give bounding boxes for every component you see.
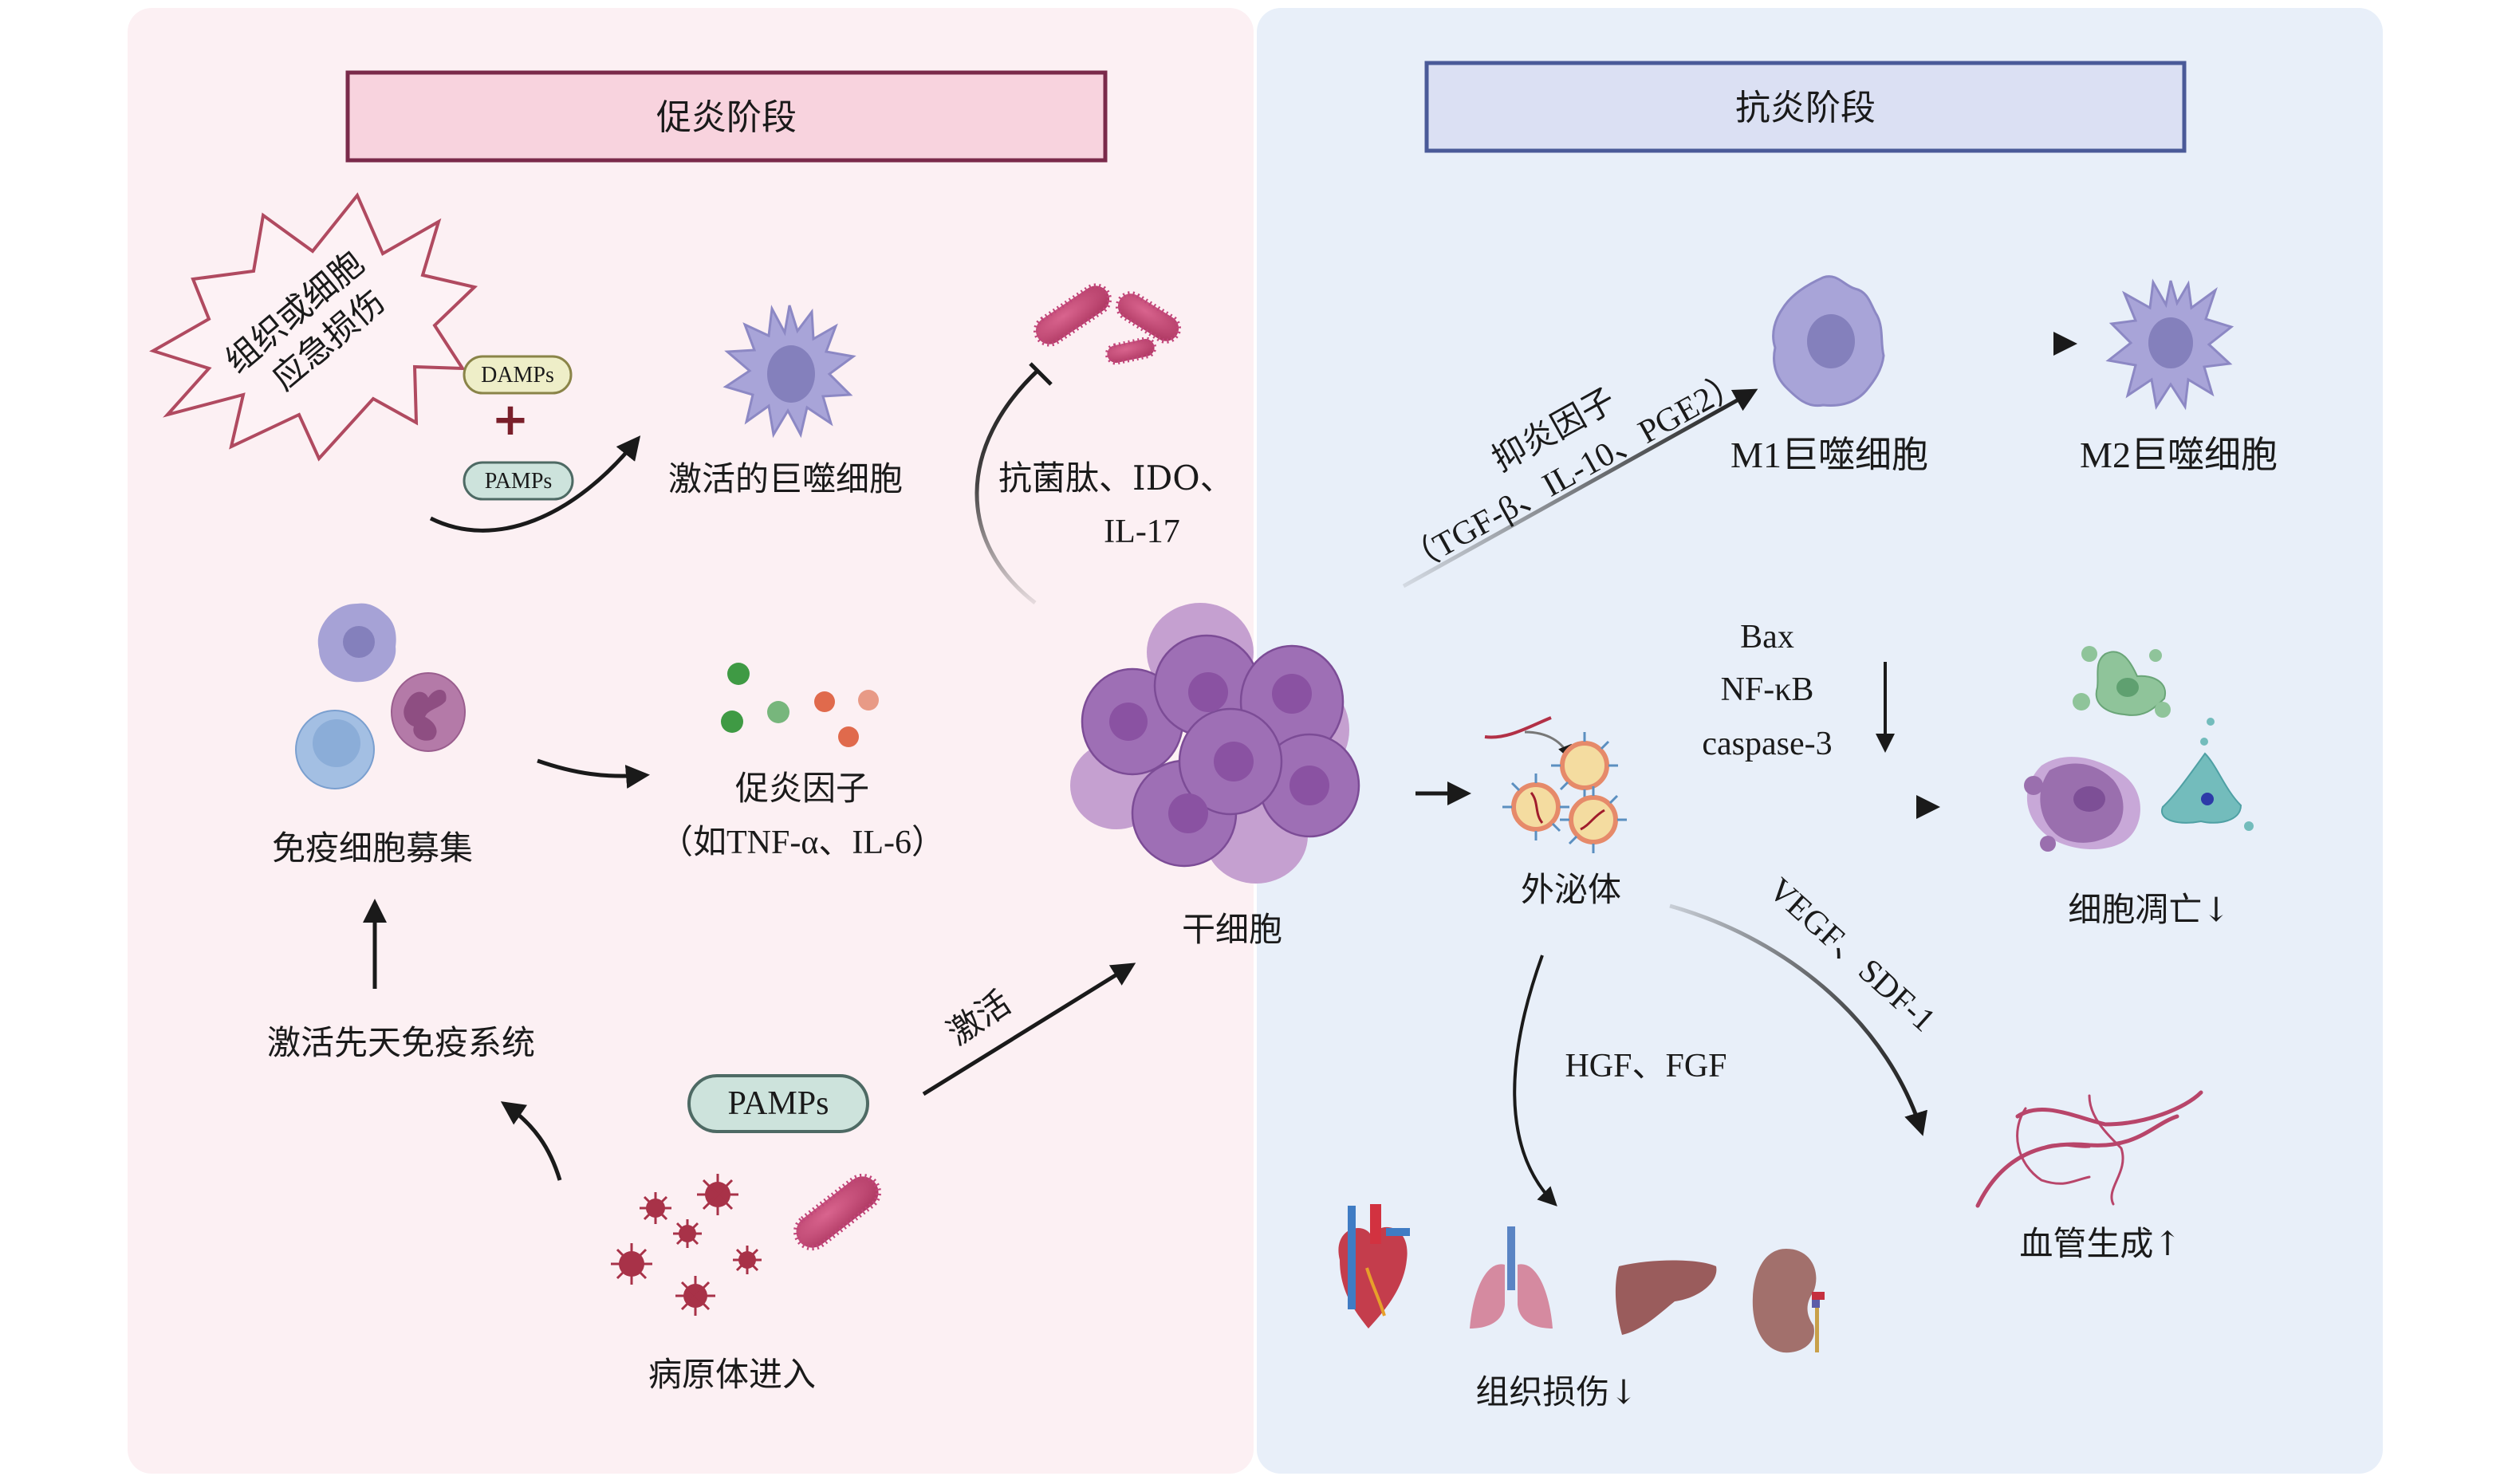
anti-phase-title-box: 抗炎阶段 — [1424, 61, 2187, 153]
immune-cells-icon — [295, 603, 466, 789]
organs-icon — [1338, 1204, 1825, 1353]
pamps-small-label: PAMPs — [485, 469, 553, 494]
apoptotic-cell-green-icon — [2073, 646, 2171, 718]
damps-badge: DAMPs — [463, 355, 573, 395]
antimicrobial-label-line2: IL-17 — [1104, 514, 1180, 550]
pamps-label: PAMPs — [728, 1085, 829, 1122]
anti-inflammatory-panel — [1257, 8, 2383, 1474]
virus-icon — [697, 1174, 738, 1215]
liver-icon — [1615, 1260, 1717, 1335]
pro-phase-title-box: 促炎阶段 — [345, 70, 1108, 163]
heart-icon — [1338, 1204, 1410, 1329]
m2-macrophage-label: M2巨噬细胞 — [2080, 435, 2278, 475]
proinflam-factor-examples: （如TNF-α、IL-6） — [659, 825, 945, 861]
apoptosis-factor-nfkb: NF-κB — [1721, 671, 1814, 708]
arrow-to-innate-immune — [500, 1101, 562, 1181]
apoptosis-label: 细胞凋亡↓ — [2068, 890, 2230, 929]
stem-cell-cluster-icon — [1070, 603, 1360, 884]
lungs-icon — [1470, 1226, 1553, 1329]
kidney-icon — [1752, 1249, 1825, 1353]
innate-immune-label: 激活先天免疫系统 — [267, 1023, 535, 1062]
virus-icon — [675, 1276, 715, 1316]
bacterium-icon — [1033, 283, 1112, 347]
plus-sign: + — [492, 394, 530, 446]
tissue-repair-arrow — [1513, 955, 1557, 1206]
inhibition-arrow — [974, 368, 1040, 604]
virus-icon — [673, 1219, 702, 1248]
virus-icon — [733, 1246, 762, 1274]
pamps-badge: PAMPs — [687, 1074, 869, 1133]
anti-phase-title: 抗炎阶段 — [1735, 88, 1876, 128]
tissue-injury-label: 组织损伤↓ — [1475, 1372, 1637, 1411]
antimicrobial-label-line1: 抗菌肽、IDO、 — [998, 459, 1234, 498]
tissue-factors-label: HGF、FGF — [1565, 1048, 1727, 1084]
exosome-icon — [1484, 716, 1627, 853]
injury-burst: 组织或细胞 应急损伤 — [149, 192, 478, 462]
apoptotic-cell-purple-icon — [2024, 757, 2140, 852]
angiogenesis-arrow — [1669, 903, 1927, 1136]
bacterium-icon — [793, 1173, 882, 1251]
monocyte-icon — [317, 603, 396, 683]
m1-macrophage-label: M1巨噬细胞 — [1730, 435, 1928, 475]
exosome-label: 外泌体 — [1521, 870, 1621, 909]
m2-macrophage-icon — [2105, 278, 2234, 411]
proinflam-factor-label: 促炎因子 — [735, 769, 869, 808]
stem-cell-label: 干细胞 — [1182, 910, 1282, 949]
rna-strand-icon — [1484, 716, 1552, 739]
activate-arrow — [922, 962, 1136, 1096]
vesicle-icon — [1560, 786, 1627, 853]
apoptosis-factor-bax: Bax — [1740, 619, 1794, 655]
bacterium-icon — [1104, 337, 1157, 365]
virus-icon — [640, 1192, 671, 1224]
m1-macrophage-icon — [1772, 275, 1885, 407]
pathogen-entry-label: 病原体进入 — [648, 1355, 816, 1394]
angiogenesis-label: 血管生成↑ — [2019, 1224, 2181, 1263]
apoptotic-cell-teal-icon — [2160, 718, 2254, 831]
lymphocyte-icon — [295, 710, 375, 789]
blood-vessels-icon — [1975, 1090, 2203, 1208]
bacteria-cluster-icon — [1033, 283, 1182, 365]
vesicle-icon — [1502, 773, 1569, 840]
neutrophil-icon — [391, 672, 466, 752]
cytokines-icon — [721, 663, 879, 747]
pro-phase-title: 促炎阶段 — [656, 97, 797, 138]
vesicle-icon — [1551, 732, 1618, 799]
virus-icon — [611, 1243, 652, 1285]
activated-macrophage-label: 激活的巨噬细胞 — [668, 459, 903, 498]
arrow-to-activated-macrophage — [429, 435, 641, 533]
starburst-icon — [149, 192, 478, 462]
apoptosis-factor-caspase3: caspase-3 — [1702, 726, 1832, 762]
pamps-small-badge: PAMPs — [463, 461, 574, 501]
anti-factor-arrow — [1402, 388, 1758, 588]
arrow-to-proinflam-factors — [537, 758, 650, 789]
immune-recruit-label: 免疫细胞募集 — [272, 829, 473, 868]
pathogens-icon — [611, 1173, 882, 1316]
activated-macrophage-icon — [722, 305, 856, 439]
apoptotic-cells-icon — [2024, 646, 2254, 852]
inhibition-bar — [1029, 362, 1053, 386]
damps-label: DAMPs — [481, 363, 554, 388]
